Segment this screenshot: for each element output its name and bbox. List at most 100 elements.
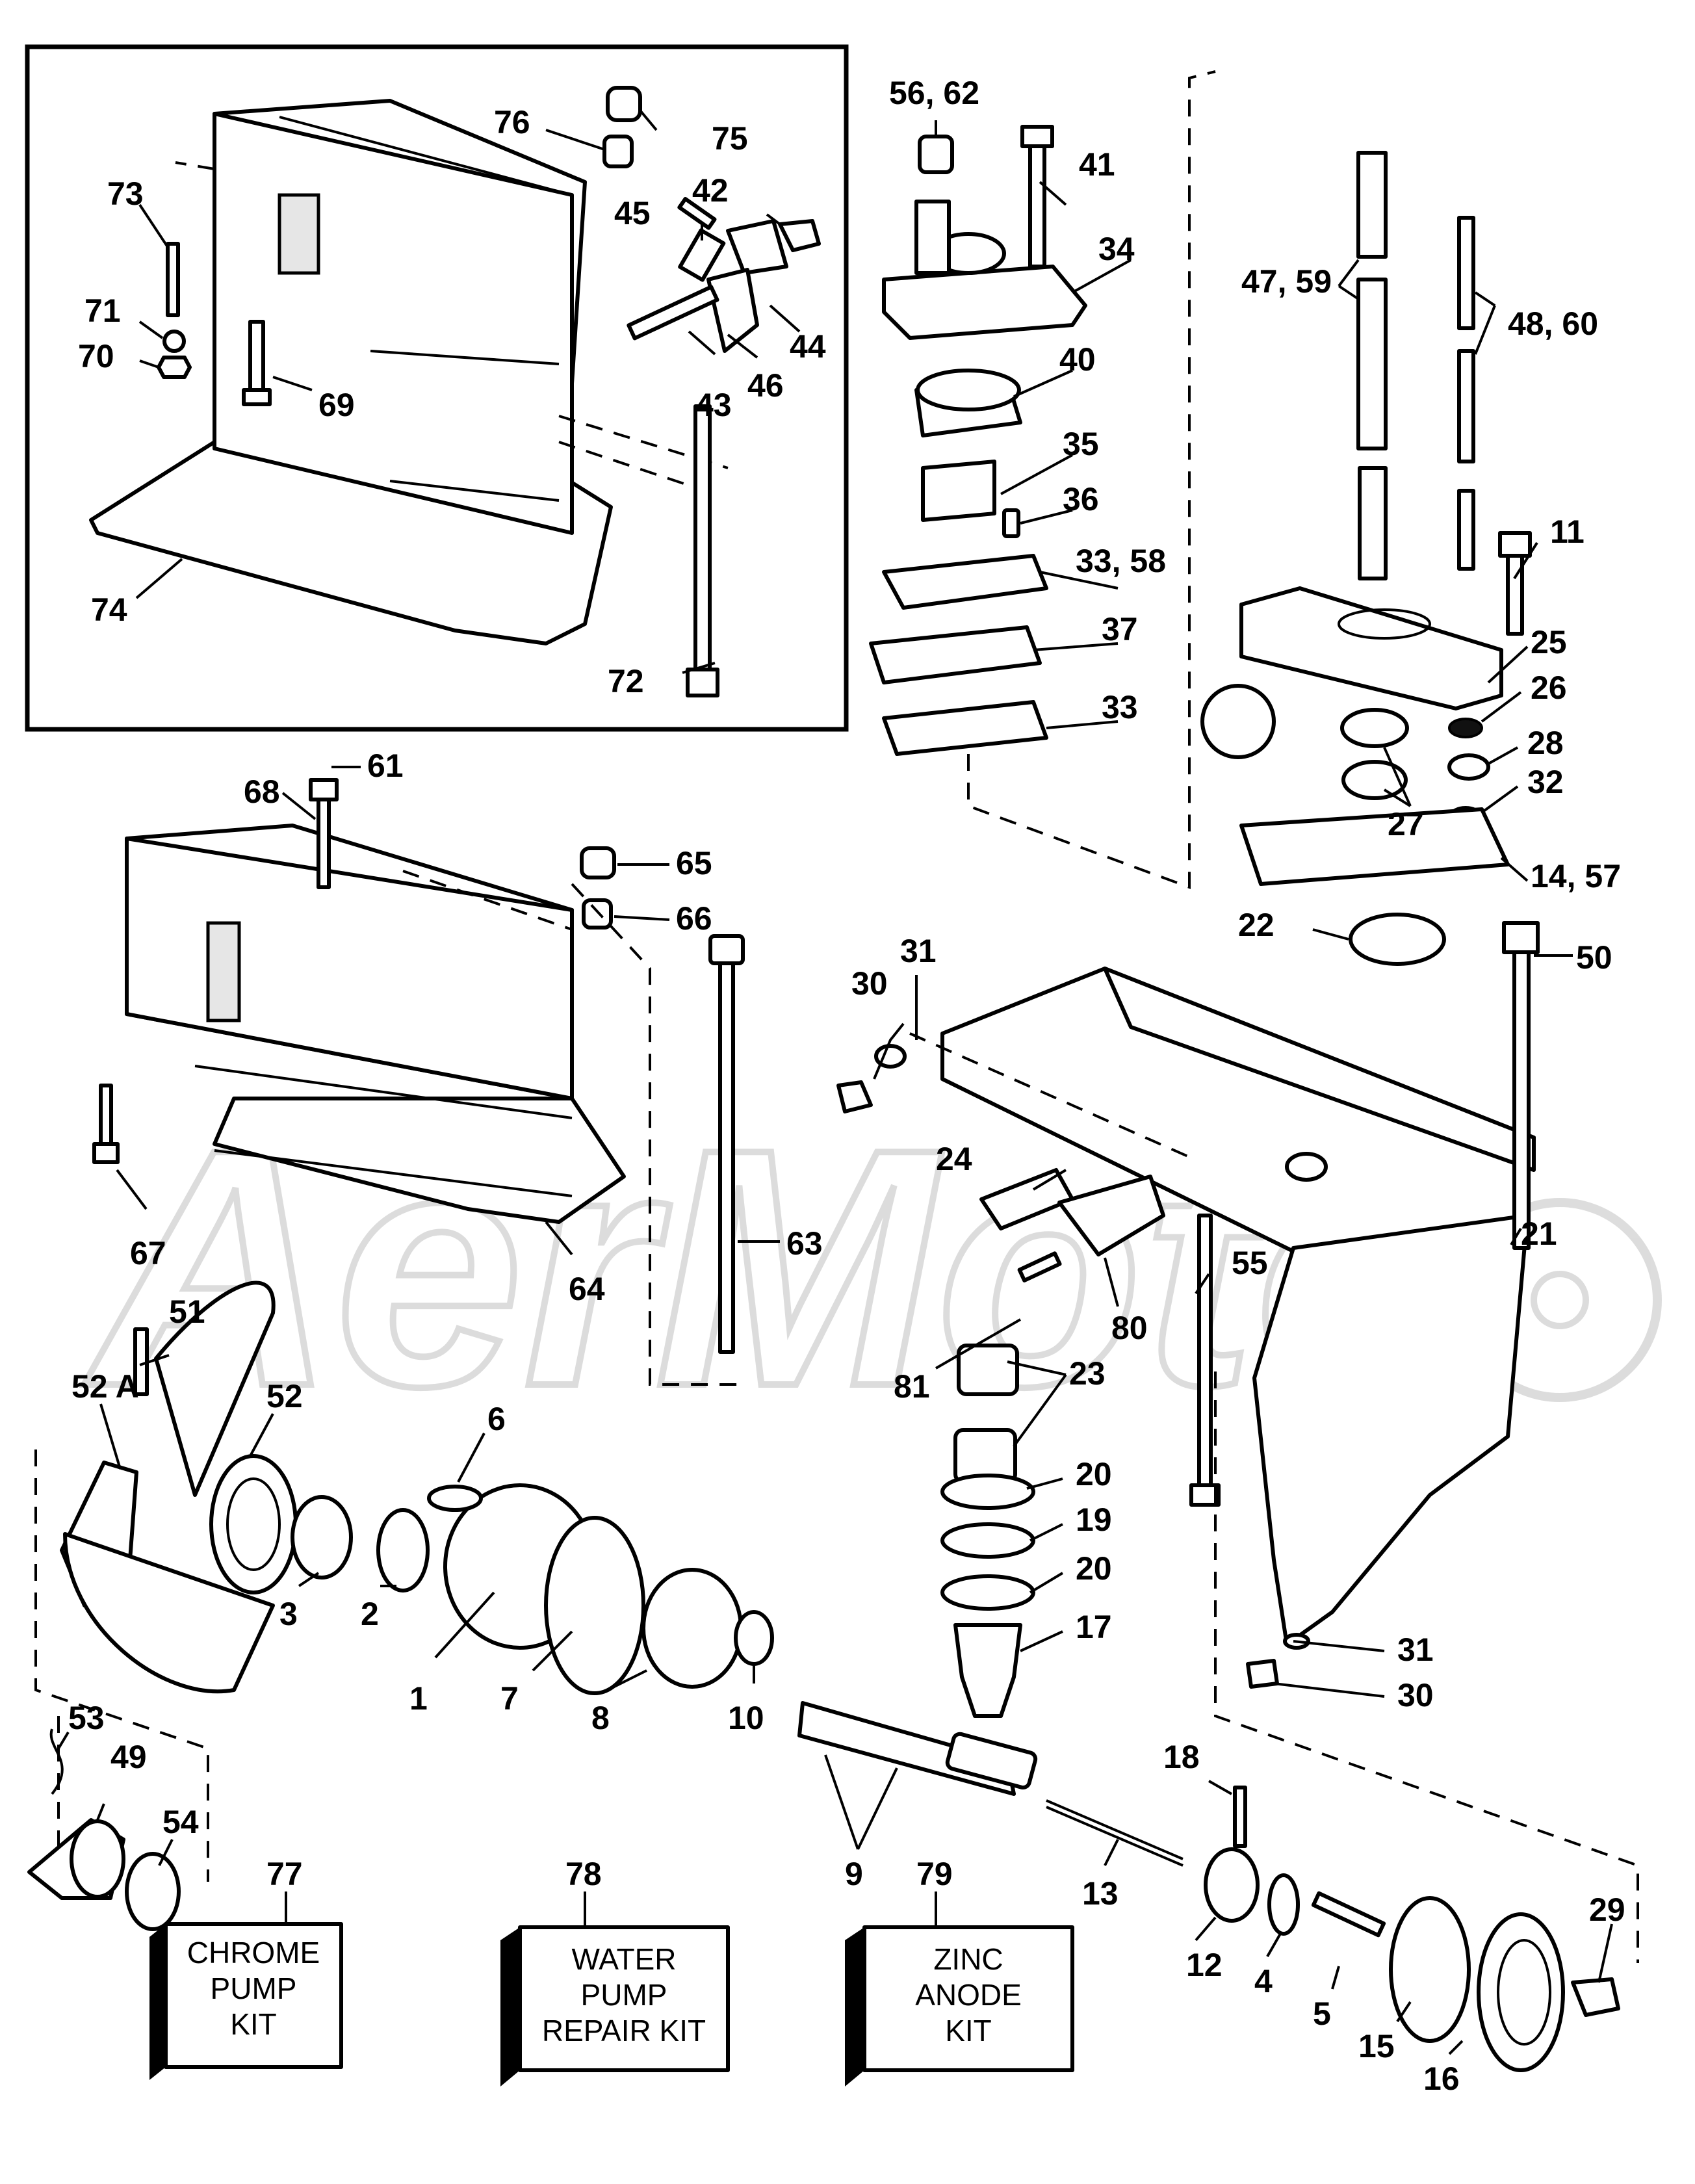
- callout-41: 41: [1079, 146, 1115, 183]
- callout-79: 79: [916, 1856, 953, 1892]
- callout-34: 34: [1098, 231, 1135, 267]
- driveshaft-housing-74: [89, 99, 729, 645]
- callout-25: 25: [1531, 624, 1567, 660]
- callout-35: 35: [1063, 426, 1099, 462]
- callout-44: 44: [790, 328, 826, 365]
- callout-16: 16: [1423, 2060, 1460, 2097]
- callout-28: 28: [1527, 725, 1564, 761]
- kit-box-77: CHROME PUMP KIT: [149, 1922, 343, 2080]
- kit-box-78: WATER PUMP REPAIR KIT: [500, 1925, 730, 2086]
- callout-73: 73: [107, 176, 144, 212]
- callout-19: 19: [1076, 1502, 1112, 1538]
- callout-6: 6: [487, 1401, 506, 1437]
- callout-2: 2: [361, 1596, 379, 1632]
- kit-78-line3: REPAIR KIT: [542, 2014, 706, 2048]
- callout-5: 5: [1313, 1996, 1331, 2032]
- callout-1: 1: [409, 1680, 428, 1717]
- callout-30-upper: 30: [851, 965, 888, 1002]
- callout-70: 70: [78, 338, 114, 374]
- callout-50: 50: [1576, 939, 1612, 976]
- gear-train: [291, 1483, 1620, 2072]
- callout-52: 52: [266, 1378, 303, 1414]
- callout-31-lower: 31: [1397, 1632, 1434, 1668]
- callout-56-62: 56, 62: [889, 75, 979, 111]
- callout-7: 7: [500, 1680, 519, 1717]
- callout-31-upper: 31: [900, 933, 937, 969]
- callout-68: 68: [244, 774, 280, 810]
- callout-75: 75: [712, 120, 748, 157]
- callout-17: 17: [1076, 1609, 1112, 1645]
- callout-61: 61: [367, 748, 404, 784]
- callout-78: 78: [565, 1856, 602, 1892]
- kit-77-line1: CHROME: [187, 1936, 320, 1970]
- callout-labels: 56, 62 41 34 40 35 36 33, 58 37 33 75 76…: [68, 75, 1625, 2097]
- leader-lines: [57, 109, 1613, 2055]
- kit-79-line2: ANODE: [915, 1978, 1022, 2012]
- kit-78-line1: WATER: [572, 1942, 677, 1976]
- callout-67: 67: [130, 1235, 166, 1271]
- callout-9: 9: [845, 1856, 863, 1892]
- callout-65: 65: [676, 845, 712, 881]
- callout-29: 29: [1589, 1892, 1625, 1928]
- water-pump-assembly: [869, 125, 1087, 756]
- callout-23: 23: [1069, 1355, 1106, 1392]
- callout-33: 33: [1102, 689, 1138, 725]
- callout-8: 8: [591, 1700, 610, 1736]
- callout-20-lower: 20: [1076, 1550, 1112, 1587]
- callout-54: 54: [162, 1804, 199, 1840]
- callout-53: 53: [68, 1700, 105, 1736]
- callout-27: 27: [1388, 806, 1424, 842]
- inset-small-parts: [157, 86, 821, 697]
- callout-33-58: 33, 58: [1076, 543, 1166, 579]
- callout-48-60: 48, 60: [1508, 306, 1598, 342]
- callout-30-lower: 30: [1397, 1677, 1434, 1713]
- callout-72: 72: [608, 663, 644, 699]
- callout-15: 15: [1358, 2028, 1395, 2064]
- callout-49: 49: [110, 1739, 147, 1775]
- callout-46: 46: [747, 367, 784, 404]
- housing-64-dash-guide: [402, 870, 744, 1386]
- callout-52a: 52 A: [71, 1368, 139, 1405]
- callout-21: 21: [1521, 1216, 1557, 1252]
- pump-dash-guide: [967, 70, 1216, 889]
- callout-69: 69: [318, 387, 355, 423]
- callout-63: 63: [786, 1225, 823, 1262]
- kit-box-79: ZINC ANODE KIT: [845, 1925, 1074, 2086]
- driveshaft-housing-64: [92, 778, 745, 1354]
- callout-81: 81: [894, 1368, 930, 1405]
- callout-20-upper: 20: [1076, 1456, 1112, 1492]
- callout-76: 76: [494, 104, 530, 140]
- callout-55: 55: [1232, 1245, 1268, 1281]
- callout-71: 71: [84, 292, 121, 329]
- callout-43: 43: [695, 387, 732, 423]
- callout-3: 3: [279, 1596, 298, 1632]
- callout-13: 13: [1082, 1875, 1119, 1912]
- gearcase-dash-guide: [909, 1032, 1639, 1963]
- callout-18: 18: [1163, 1739, 1200, 1775]
- callout-32: 32: [1527, 764, 1564, 800]
- kit-78-line2: PUMP: [581, 1978, 667, 2012]
- callout-47-59: 47, 59: [1241, 263, 1332, 300]
- callout-77: 77: [266, 1856, 303, 1892]
- kit-77-line2: PUMP: [211, 1971, 297, 2005]
- gearcase-small-parts: [836, 1044, 1310, 1718]
- callout-42: 42: [692, 172, 729, 209]
- kit-79-line3: KIT: [945, 2014, 992, 2048]
- callout-37: 37: [1102, 611, 1138, 647]
- inset-frame: [25, 44, 849, 732]
- propeller-52: [60, 1280, 298, 1694]
- kit-79-line1: ZINC: [933, 1942, 1003, 1976]
- callout-12: 12: [1186, 1947, 1223, 1983]
- kit-77-line3: KIT: [230, 2007, 277, 2041]
- callout-45: 45: [614, 195, 651, 231]
- callout-11: 11: [1550, 514, 1585, 550]
- callout-22: 22: [1238, 907, 1274, 943]
- water-pump-base-25: [1200, 586, 1510, 886]
- callout-64: 64: [569, 1271, 605, 1307]
- callout-26: 26: [1531, 670, 1567, 706]
- callout-14-57: 14, 57: [1531, 858, 1621, 894]
- callout-66: 66: [676, 900, 712, 937]
- gearcase-21: [940, 913, 1540, 1646]
- callout-40: 40: [1059, 341, 1096, 378]
